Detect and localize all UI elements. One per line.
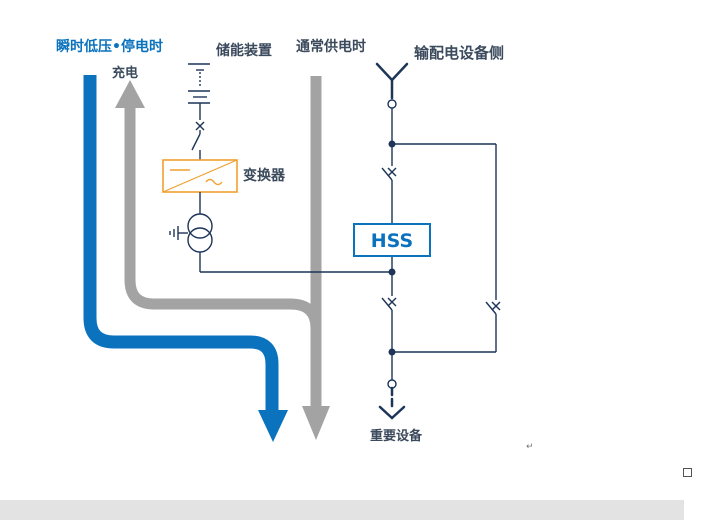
corner-box <box>683 468 692 477</box>
bypass-switch-icon <box>491 301 501 311</box>
battery-icon <box>188 63 210 120</box>
label-hss: HSS <box>371 230 413 252</box>
main-bus <box>381 108 393 380</box>
hss-box <box>353 223 431 257</box>
gray-charging-arrowhead <box>115 80 145 108</box>
blue-flow-arrow <box>83 75 279 412</box>
junction-dot <box>388 140 396 148</box>
bypass-line <box>392 143 497 353</box>
storage-switch-icon <box>191 121 205 160</box>
blue-flow-arrowhead <box>258 410 288 442</box>
footer-bar <box>0 500 684 520</box>
junction-dot <box>388 348 396 356</box>
junction-dot <box>388 268 396 276</box>
label-normal-supply: 通常供电时 <box>296 38 366 55</box>
gray-supply-arrowhead <box>302 406 330 440</box>
label-charging: 充电 <box>112 65 138 81</box>
label-charging-mode: 瞬时低压•停电时 <box>56 38 163 55</box>
main-switch-upper-icon <box>387 167 397 177</box>
transformer-icon <box>169 192 213 272</box>
label-grid-side: 输配电设备侧 <box>414 44 504 62</box>
label-converter: 变换器 <box>243 167 286 184</box>
grid-input-icon <box>375 62 409 100</box>
main-switch-lower-icon <box>387 297 397 307</box>
return-mark: ↵ <box>526 442 534 452</box>
gray-charging-arrow <box>124 108 322 329</box>
load-output-icon <box>378 386 406 420</box>
label-storage-device: 储能装置 <box>215 42 272 59</box>
label-critical-equipment: 重要设备 <box>370 428 423 444</box>
